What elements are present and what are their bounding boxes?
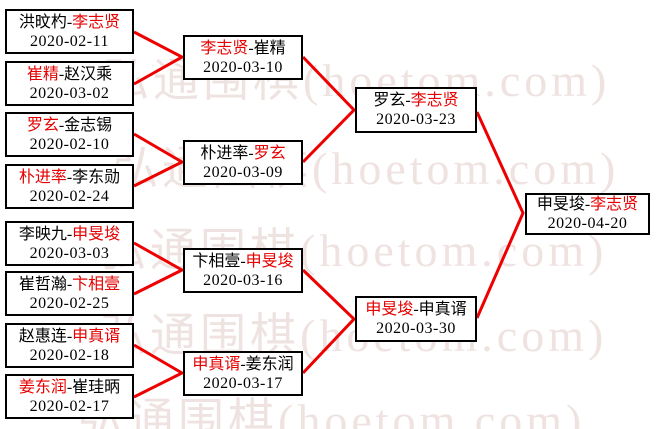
match-box-r2-3: 卞相壹-申旻埈 2020-03-16: [183, 248, 303, 293]
player-name-winner: 崔精: [26, 65, 59, 83]
match-box-r1-6: 崔哲瀚-卞相壹 2020-02-25: [5, 271, 134, 316]
player-name: -赵汉乘: [58, 65, 113, 83]
match-players: 姜东润-崔珪昞: [19, 378, 120, 397]
player-name: 李映九-: [18, 225, 73, 243]
player-name-winner: 罗玄: [26, 116, 59, 134]
connector-r1-pair1: [133, 30, 186, 86]
player-name-winner: 李志贤: [410, 92, 459, 109]
connector-r2-pair1: [301, 55, 357, 164]
player-name: -申真谞: [413, 301, 467, 318]
player-name-winner: 卞相壹: [72, 275, 121, 293]
match-box-sf-1: 罗玄-李志贤 2020-03-23: [355, 87, 477, 133]
match-players: 申旻埈-申真谞: [365, 300, 466, 319]
match-date: 2020-02-25: [29, 294, 110, 312]
match-players: 崔精-赵汉乘: [27, 65, 112, 84]
match-players: 洪旼杓-李志贤: [19, 13, 120, 32]
match-players: 崔哲瀚-卞相壹: [19, 275, 120, 294]
match-box-r1-5: 李映九-申旻埈 2020-03-03: [5, 221, 134, 266]
connector-r1-pair2: [133, 132, 186, 188]
player-name: 朴进率-: [200, 144, 254, 162]
match-box-r1-7: 赵惠连-申真谞 2020-02-18: [5, 323, 134, 368]
player-name: -金志锡: [58, 116, 113, 134]
player-name: -姜东润: [240, 355, 294, 373]
player-name-winner: 李志贤: [200, 39, 249, 57]
match-date: 2020-03-30: [376, 320, 456, 337]
player-name-winner: 申真谞: [72, 327, 121, 345]
match-players: 赵惠连-申真谞: [19, 327, 120, 346]
match-box-r1-2: 崔精-赵汉乘 2020-03-02: [5, 61, 134, 106]
player-name-winner: 申旻埈: [72, 225, 121, 243]
player-name-winner: 申旻埈: [245, 252, 294, 270]
player-name-winner: 申真谞: [192, 355, 241, 373]
match-box-r1-8: 姜东润-崔珪昞 2020-02-17: [5, 374, 134, 419]
player-name-winner: 申旻埈: [365, 301, 414, 318]
connector-r1-pair3: [133, 241, 186, 296]
match-box-r1-4: 朴进率-李东勋 2020-02-24: [5, 164, 134, 209]
match-box-r2-4: 申真谞-姜东润 2020-03-17: [183, 351, 303, 396]
player-name: 申旻埈-: [536, 196, 591, 213]
match-box-r1-3: 罗玄-金志锡 2020-02-10: [5, 112, 134, 157]
match-date: 2020-03-23: [376, 111, 456, 128]
match-date: 2020-03-10: [203, 58, 283, 76]
match-players: 申旻埈-李志贤: [537, 195, 638, 214]
match-date: 2020-03-03: [29, 244, 110, 262]
match-date: 2020-04-20: [547, 215, 628, 232]
match-box-r2-1: 李志贤-崔精 2020-03-10: [183, 35, 303, 80]
player-name: 洪旼杓-: [18, 13, 73, 31]
match-date: 2020-02-17: [29, 397, 110, 415]
player-name-winner: 朴进率: [18, 168, 67, 186]
match-date: 2020-02-24: [29, 187, 110, 205]
match-date: 2020-03-02: [29, 84, 110, 102]
watermark-text: 弘通围棋(hoetom.com): [78, 395, 586, 429]
match-date: 2020-02-10: [29, 135, 110, 153]
match-players: 罗玄-金志锡: [27, 116, 112, 135]
player-name: -李东勋: [66, 168, 121, 186]
connector-sf-pair: [475, 111, 525, 319]
match-box-r2-2: 朴进率-罗玄 2020-03-09: [183, 140, 303, 185]
player-name-winner: 李志贤: [72, 13, 121, 31]
match-date: 2020-03-17: [203, 374, 283, 392]
match-players: 卞相壹-申旻埈: [192, 252, 293, 271]
player-name: 罗玄-: [373, 92, 411, 109]
match-date: 2020-02-18: [29, 346, 110, 364]
player-name: 赵惠连-: [18, 327, 73, 345]
player-name: 卞相壹-: [192, 252, 246, 270]
match-date: 2020-02-11: [29, 32, 110, 50]
connector-r2-pair2: [301, 268, 357, 375]
match-players: 罗玄-李志贤: [373, 91, 458, 110]
match-players: 李志贤-崔精: [200, 39, 285, 58]
match-players: 朴进率-罗玄: [200, 144, 285, 163]
player-name: -崔精: [248, 39, 286, 57]
player-name: -崔珪昞: [66, 378, 121, 396]
match-players: 李映九-申旻埈: [19, 225, 120, 244]
connector-r1-pair4: [133, 343, 186, 399]
match-date: 2020-03-16: [203, 271, 283, 289]
match-box-r1-1: 洪旼杓-李志贤 2020-02-11: [5, 9, 134, 54]
match-box-sf-2: 申旻埈-申真谞 2020-03-30: [355, 296, 477, 342]
player-name-winner: 李志贤: [590, 196, 639, 213]
match-players: 朴进率-李东勋: [19, 168, 120, 187]
player-name-winner: 姜东润: [18, 378, 67, 396]
match-box-final: 申旻埈-李志贤 2020-04-20: [525, 193, 650, 235]
match-date: 2020-03-09: [203, 163, 283, 181]
match-players: 申真谞-姜东润: [192, 355, 293, 374]
player-name-winner: 罗玄: [253, 144, 286, 162]
player-name: 崔哲瀚-: [18, 275, 73, 293]
